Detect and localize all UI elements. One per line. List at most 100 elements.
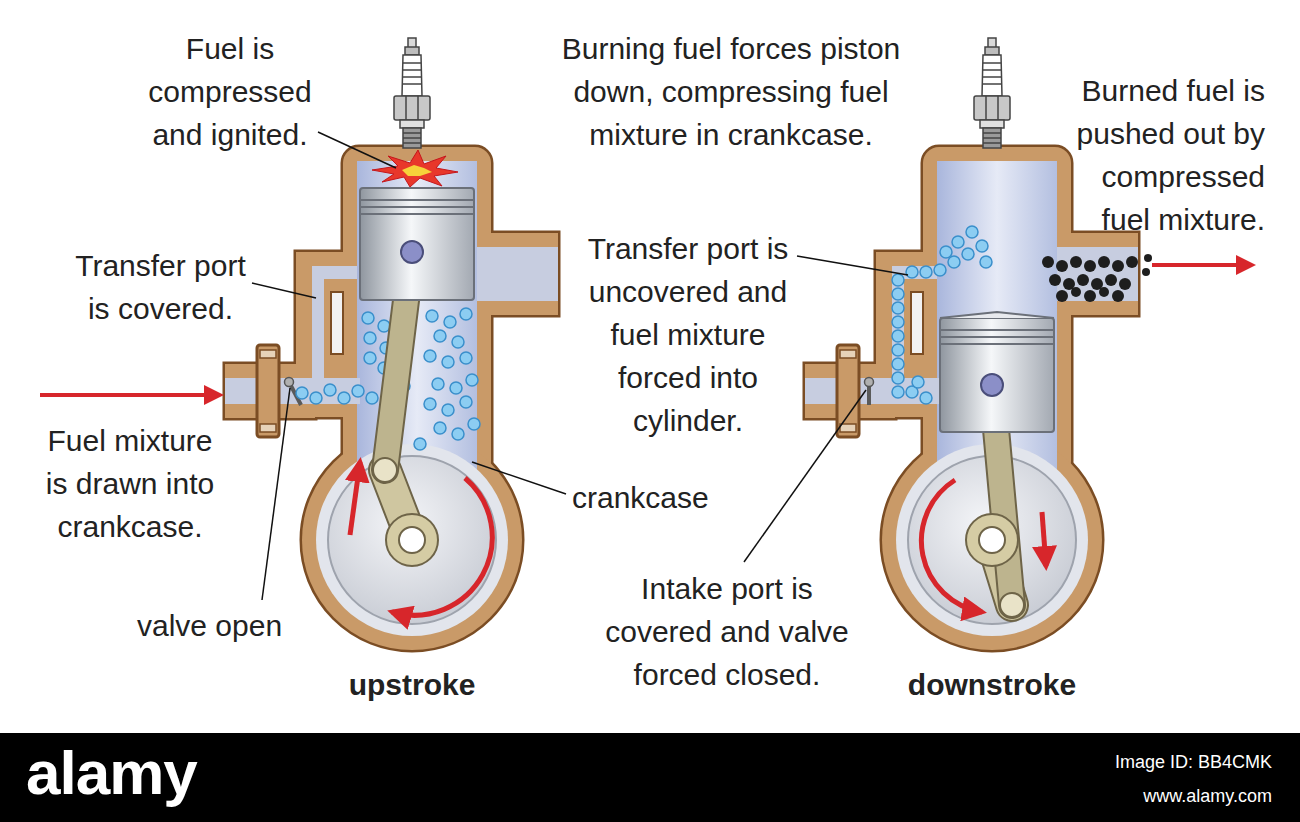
upstroke-engine: [434, 330, 446, 342]
downstroke-engine: [1042, 256, 1054, 268]
upstroke-engine: [296, 387, 308, 399]
downstroke-engine: [1084, 260, 1096, 272]
downstroke-engine: [1126, 256, 1138, 268]
downstroke-engine: [1152, 263, 1252, 267]
upstroke-engine: [442, 356, 454, 368]
downstroke-engine: [805, 147, 1138, 650]
upstroke-engine: [360, 188, 474, 300]
upstroke-engine: [452, 336, 464, 348]
downstroke-engine: [940, 330, 1054, 344]
upstroke-engine: [364, 352, 376, 364]
downstroke-engine: [1105, 274, 1117, 286]
upstroke-engine: [466, 374, 478, 386]
upstroke-engine: [378, 320, 390, 332]
watermark-url: www.alamy.com: [1040, 784, 1272, 808]
upstroke-engine: [432, 378, 444, 390]
leader-line: [262, 388, 290, 600]
watermark-id: Image ID: BB4CMK: [1040, 750, 1272, 774]
downstroke-engine: [979, 527, 1005, 553]
upstroke-engine: [424, 398, 436, 410]
downstroke-engine: [934, 264, 946, 276]
downstroke-engine: [1112, 260, 1124, 272]
upstroke-engine: [338, 392, 350, 404]
leader-line: [797, 256, 908, 275]
callout-text: Intake port is covered and valve forced …: [602, 567, 852, 696]
upstroke-engine: [362, 312, 374, 324]
downstroke-engine: [981, 374, 1003, 396]
upstroke-engine: [366, 392, 378, 404]
downstroke-engine: [1119, 278, 1131, 290]
downstroke-engine: [912, 376, 924, 388]
upstroke-engine: [402, 165, 432, 176]
downstroke-engine: [892, 344, 904, 356]
downstroke-engine: [892, 330, 904, 342]
upstroke-engine: [434, 422, 446, 434]
downstroke-engine: [952, 236, 964, 248]
downstroke-engine: [966, 514, 1018, 566]
downstroke-engine: [892, 386, 904, 398]
upstroke-engine: [372, 150, 458, 187]
downstroke-engine: [1042, 254, 1152, 302]
callout-text: Burning fuel forces piston down, compres…: [556, 27, 906, 156]
upstroke-engine: [40, 393, 220, 397]
downstroke-engine: [892, 288, 904, 300]
downstroke-engine: [940, 312, 1054, 318]
stroke-caption: upstroke: [312, 663, 512, 706]
downstroke-engine: [920, 392, 932, 404]
downstroke-engine: [1077, 274, 1089, 286]
downstroke-engine: [1099, 287, 1109, 297]
downstroke-engine: [1112, 290, 1124, 302]
downstroke-engine: [892, 358, 904, 370]
leader-line: [252, 283, 316, 298]
downstroke-engine: [976, 240, 988, 252]
upstroke-engine: [460, 396, 472, 408]
downstroke-engine: [940, 318, 1054, 432]
downstroke-engine: [906, 266, 918, 278]
upstroke-engine: [360, 200, 474, 214]
upstroke-engine: [460, 308, 472, 320]
upstroke-engine: [401, 241, 423, 263]
downstroke-engine: [865, 378, 874, 387]
watermark-logo: alamy: [26, 736, 197, 810]
upstroke-engine: [450, 382, 462, 394]
downstroke-engine: [805, 161, 1138, 636]
downstroke-engine: [1000, 593, 1024, 617]
upstroke-engine: [285, 378, 294, 387]
downstroke-engine: [1042, 512, 1046, 566]
downstroke-engine: [892, 372, 904, 384]
upstroke-engine: [468, 418, 480, 430]
upstroke-engine: [352, 385, 364, 397]
callout-text: Transfer port is covered.: [68, 244, 253, 330]
downstroke-engine: [940, 246, 952, 258]
upstroke-engine: [324, 384, 336, 396]
leader-line: [252, 132, 908, 600]
leader-line: [472, 462, 566, 494]
upstroke-engine: [310, 392, 322, 404]
upstroke-engine: [350, 462, 360, 535]
downstroke-engine: [1056, 260, 1068, 272]
downstroke-engine: [892, 302, 904, 314]
downstroke-engine: [805, 147, 1138, 650]
part-name: valve open: [137, 604, 282, 647]
upstroke-engine: [414, 438, 426, 450]
upstroke-engine: [426, 310, 438, 322]
upstroke-engine: [373, 458, 397, 482]
upstroke-engine: [386, 514, 438, 566]
downstroke-engine: [948, 256, 960, 268]
part-name: crankcase: [572, 476, 709, 519]
upstroke-engine: [442, 404, 454, 416]
downstroke-engine: [974, 38, 1010, 148]
downstroke-engine: [805, 147, 1138, 650]
downstroke-engine: [1084, 290, 1096, 302]
downstroke-engine: [962, 248, 974, 260]
stroke-caption: downstroke: [892, 663, 1092, 706]
upstroke-engine: [399, 527, 425, 553]
upstroke-engine: [424, 350, 436, 362]
downstroke-engine: [1142, 268, 1150, 276]
upstroke-engine: [225, 147, 558, 650]
downstroke-engine: [1071, 287, 1081, 297]
downstroke-engine: [1049, 274, 1061, 286]
downstroke-engine: [980, 256, 992, 268]
downstroke-engine: [920, 266, 932, 278]
upstroke-engine: [444, 316, 456, 328]
